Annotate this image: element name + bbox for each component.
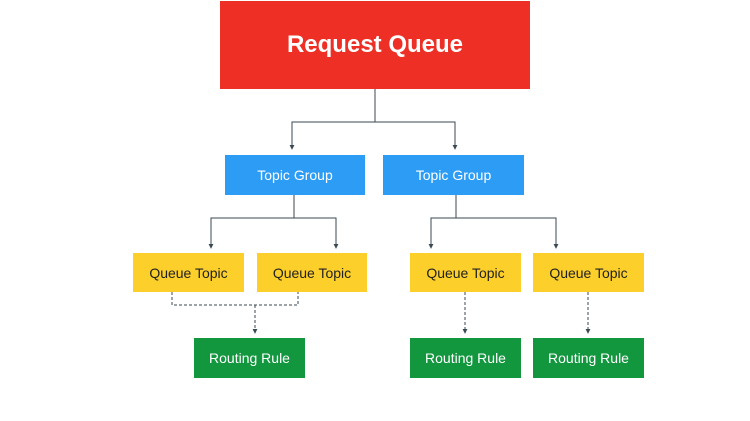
edge-topics12-to-rule1 [171,292,299,334]
routing-rule-node-1: Routing Rule [194,338,305,378]
routing-rule-node-2: Routing Rule [410,338,521,378]
edge-root-to-groups [289,88,458,150]
edge-group2-to-topics [428,195,559,249]
request-queue-node: Request Queue [220,1,530,89]
queue-topic-node-2: Queue Topic [257,253,367,292]
queue-topic-node-4: Queue Topic [533,253,644,292]
routing-rule-node-3: Routing Rule [533,338,644,378]
topic-group-node-2: Topic Group [383,155,524,195]
queue-topic-node-1: Queue Topic [133,253,244,292]
topic-group-node-1: Topic Group [225,155,365,195]
queue-topic-node-3: Queue Topic [410,253,521,292]
edge-group1-to-topics [208,195,339,249]
